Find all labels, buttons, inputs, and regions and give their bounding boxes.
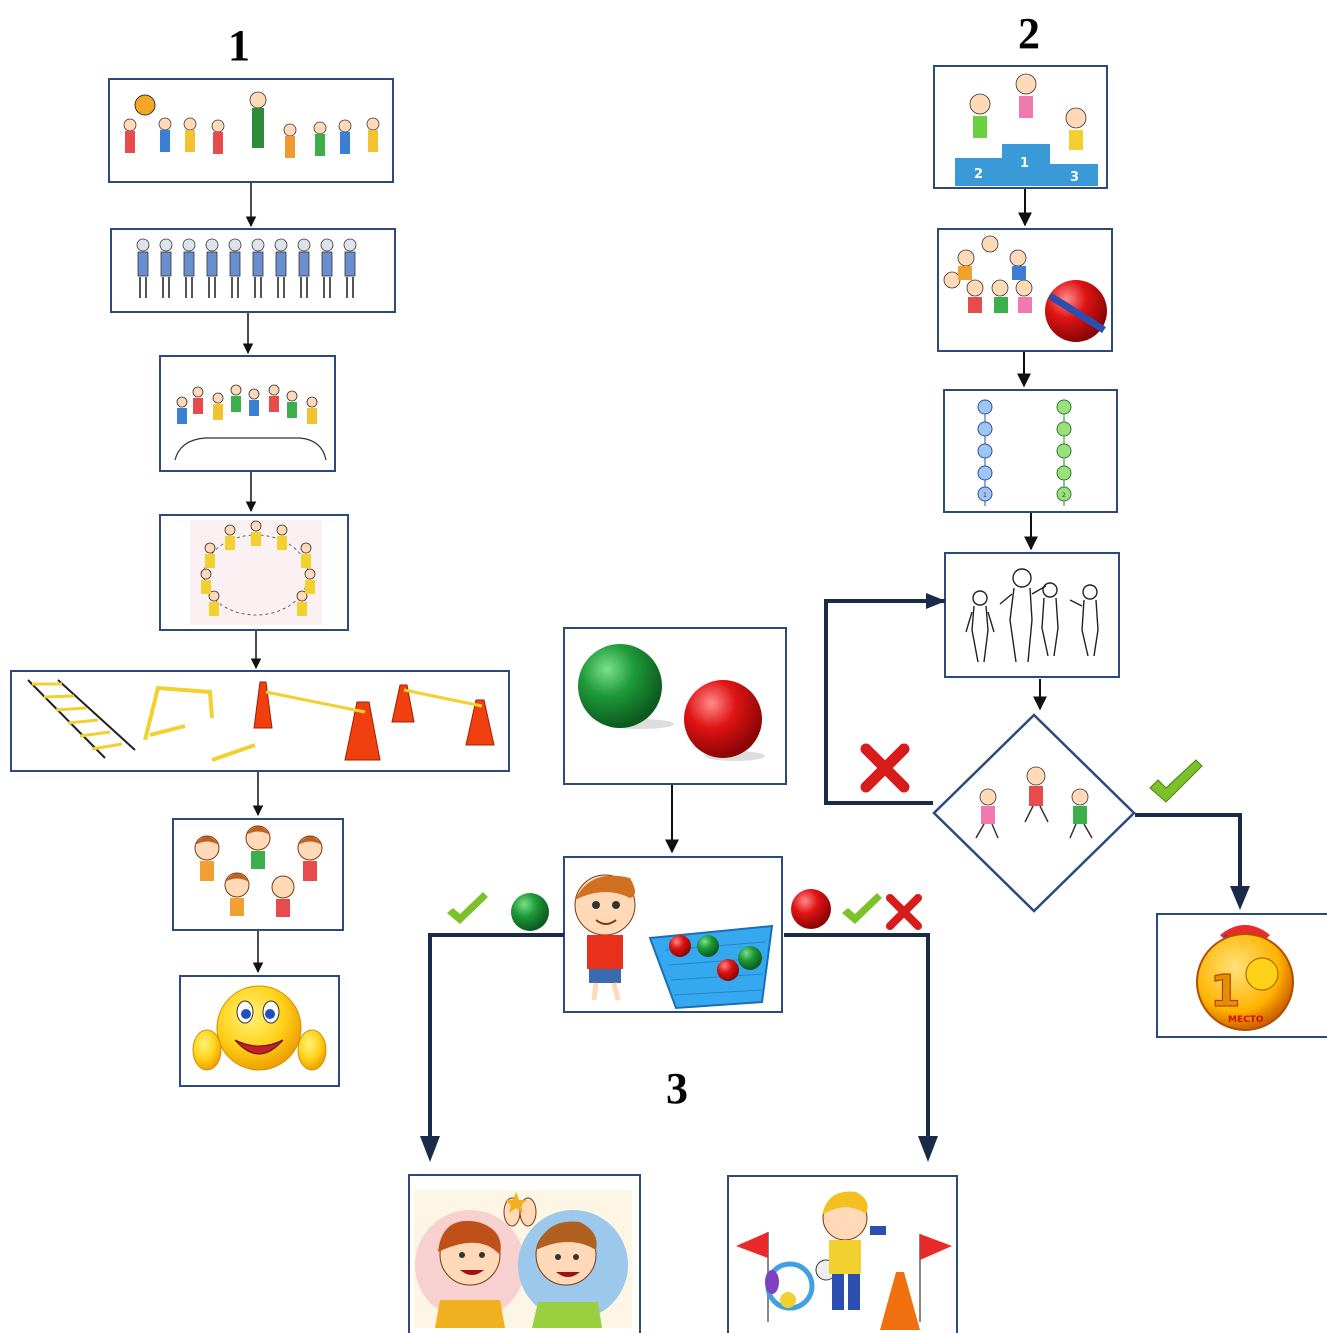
medal-caption: МЕСТО bbox=[1228, 1015, 1264, 1025]
left-branch-connector bbox=[428, 933, 564, 1138]
kids-playing-node bbox=[944, 552, 1120, 678]
yes-connector bbox=[1135, 813, 1242, 888]
right-branch-connector bbox=[784, 933, 930, 1138]
medal-number: 1 bbox=[1210, 966, 1241, 1017]
podium-node: 1 2 3 bbox=[933, 65, 1108, 189]
jumping-kids-icon bbox=[975, 766, 1093, 839]
sport-boy-icon bbox=[736, 1191, 952, 1330]
yes-arrowhead bbox=[1230, 886, 1250, 910]
kids-circle-icon bbox=[200, 520, 316, 616]
children-group-icon bbox=[123, 91, 380, 158]
podium-icon: 1 2 3 bbox=[955, 73, 1098, 186]
balls-icon bbox=[578, 644, 765, 761]
check-icon-right bbox=[842, 893, 882, 924]
boy-basket-node bbox=[563, 856, 783, 1013]
left-branch-arrowhead bbox=[420, 1136, 440, 1162]
smiley-thumbs-icon bbox=[192, 985, 327, 1071]
check-icon-left bbox=[447, 892, 488, 924]
cross-icon-right bbox=[886, 894, 922, 930]
medal-icon: 1 МЕСТО bbox=[1196, 925, 1294, 1031]
section-label-1: 1 bbox=[228, 21, 250, 70]
medal-node: 1 МЕСТО bbox=[1156, 913, 1327, 1038]
podium-place-3: 3 bbox=[1070, 170, 1079, 185]
podium-place-2: 2 bbox=[974, 167, 983, 182]
cross-icon bbox=[860, 743, 910, 793]
happy-kids-icon bbox=[194, 825, 323, 917]
kids-circle-node bbox=[159, 514, 349, 631]
section-label-2: 2 bbox=[1018, 9, 1040, 58]
column-2-label: 2 bbox=[1062, 492, 1066, 499]
balls-node bbox=[563, 627, 787, 785]
kids-line-node bbox=[110, 228, 396, 313]
kids-ball-node bbox=[937, 228, 1113, 352]
happy-kids-node bbox=[172, 818, 344, 931]
column-1-label: 1 bbox=[983, 492, 987, 499]
section-label-3: 3 bbox=[666, 1064, 688, 1113]
team-columns-node: 1 2 bbox=[943, 389, 1118, 513]
decision-diamond-node bbox=[932, 713, 1136, 913]
kids-playing-icon bbox=[965, 568, 1099, 663]
high-five-icon bbox=[415, 1192, 628, 1328]
loop-back-connector bbox=[824, 599, 945, 805]
red-ball-icon bbox=[791, 889, 831, 929]
green-ball-icon bbox=[511, 893, 549, 931]
children-group-node bbox=[108, 78, 394, 183]
podium-place-1: 1 bbox=[1020, 156, 1029, 171]
agility-course-icon bbox=[27, 679, 495, 762]
kids-ball-icon bbox=[943, 235, 1107, 342]
kids-line-icon bbox=[136, 238, 357, 298]
agility-course-node bbox=[10, 670, 510, 772]
loop-back-arrowhead bbox=[926, 593, 946, 609]
kids-running-icon bbox=[174, 384, 327, 461]
team-columns-icon: 1 2 bbox=[977, 399, 1072, 506]
check-icon bbox=[1149, 759, 1203, 803]
sport-boy-node bbox=[727, 1175, 958, 1333]
boy-basket-icon bbox=[574, 874, 774, 1010]
high-five-node bbox=[408, 1174, 641, 1333]
smiley-node bbox=[179, 975, 340, 1087]
kids-running-node bbox=[159, 355, 336, 472]
right-branch-arrowhead bbox=[918, 1136, 938, 1162]
